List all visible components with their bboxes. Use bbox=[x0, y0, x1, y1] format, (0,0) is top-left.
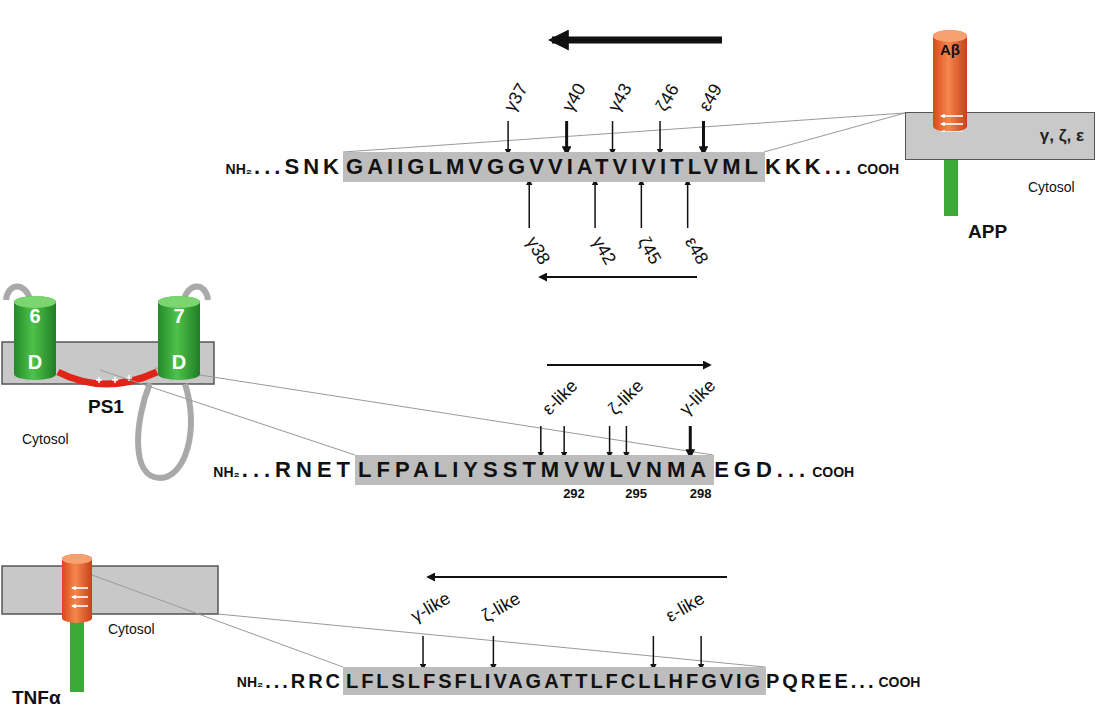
part-name: Cytosol bbox=[108, 622, 155, 637]
residue-number: 295 bbox=[625, 487, 647, 501]
cleavage-arrow bbox=[528, 180, 530, 228]
direction-arrow bbox=[547, 364, 710, 366]
cleavage-arrow bbox=[702, 121, 705, 154]
part-name: Cytosol bbox=[22, 432, 69, 447]
transmembrane-helix: 7D bbox=[158, 296, 200, 380]
sequence-end: COOH bbox=[812, 465, 854, 479]
direction-arrow bbox=[540, 276, 697, 278]
cleavage-site: ζ45 bbox=[634, 234, 665, 268]
zoom-line bbox=[100, 370, 355, 455]
sequence-text: LFPALIYSSTMVWLVNMA bbox=[358, 459, 711, 481]
residue-number: 292 bbox=[563, 487, 585, 501]
cytosolic-domain bbox=[70, 620, 84, 692]
transmembrane-helix: 6D bbox=[14, 296, 56, 380]
part-name: APP bbox=[968, 222, 1007, 243]
sequence-text: LFLSLFSFLIVAGATTLFCLLHFGVIG bbox=[346, 671, 763, 691]
cleavage-site: γ38 bbox=[521, 233, 553, 268]
cleavage-arrow bbox=[659, 121, 661, 154]
helix-label: 7 bbox=[173, 306, 184, 326]
zoom-line bbox=[92, 575, 343, 667]
sequence-end: ...RNET bbox=[242, 459, 355, 481]
sequence-band: LFPALIYSSTMVWLVNMA bbox=[355, 455, 714, 485]
part-name: PS1 bbox=[88, 397, 124, 418]
cleavage-site: γ43 bbox=[605, 80, 637, 115]
cleavage-arrow bbox=[422, 636, 424, 669]
sequence-end: EGD... bbox=[714, 459, 810, 481]
cytosolic-domain bbox=[944, 158, 958, 216]
part-name: Cytosol bbox=[1028, 180, 1075, 195]
loop-region bbox=[58, 372, 157, 384]
sequence-end: ...SNK bbox=[254, 156, 343, 178]
cleavage-arrow bbox=[641, 180, 643, 228]
cleavage-arrow bbox=[493, 636, 495, 669]
sequence-text: GAIIGLMVGGVVIATVIVITLVML bbox=[346, 156, 762, 178]
cleavage-arrow bbox=[687, 180, 689, 228]
white-arrows bbox=[72, 588, 88, 606]
cleavage-site: γ37 bbox=[500, 80, 532, 115]
sequence-end: COOH bbox=[878, 675, 920, 689]
cleavage-arrow bbox=[507, 121, 509, 154]
cleavage-site: ε-like bbox=[663, 589, 708, 627]
cleavage-arrow bbox=[565, 121, 568, 154]
cleavage-arrow bbox=[594, 180, 596, 228]
enzyme-label: γ, ζ, ε bbox=[1040, 126, 1084, 146]
cleavage-arrow bbox=[700, 636, 702, 669]
part-name: TNFα bbox=[12, 688, 61, 709]
direction-arrow bbox=[428, 576, 727, 578]
cleavage-site: γ40 bbox=[559, 80, 591, 115]
cleavage-arrow bbox=[563, 426, 565, 457]
sequence-end: NH₂ bbox=[226, 162, 252, 176]
cleavage-site: γ42 bbox=[587, 233, 619, 268]
zoom-line bbox=[343, 113, 905, 152]
cleavage-site: ζ46 bbox=[652, 81, 683, 115]
cleavage-arrow bbox=[626, 426, 628, 457]
transmembrane-helix bbox=[62, 554, 92, 623]
zoom-line bbox=[764, 113, 905, 152]
cleavage-site: ε-like bbox=[539, 376, 582, 419]
zoom-line bbox=[155, 368, 713, 455]
sequence-end: ...RRC bbox=[265, 671, 343, 691]
residue-number: 298 bbox=[690, 487, 712, 501]
helix-label: Aβ bbox=[940, 42, 960, 57]
cleavage-site: ζ-like bbox=[479, 589, 524, 627]
sequence-end: NH₂ bbox=[237, 675, 263, 689]
cleavage-arrow bbox=[653, 636, 655, 669]
helix-label: D bbox=[28, 352, 42, 372]
sequence-end: NH₂ bbox=[213, 465, 239, 479]
sequence-end: PQREE... bbox=[766, 671, 876, 691]
helix-label: 6 bbox=[29, 306, 40, 326]
sequence-band: LFLSLFSFLIVAGATTLFCLLHFGVIG bbox=[343, 667, 766, 695]
sequence-end: KKK... bbox=[765, 156, 855, 178]
cleavage-site: γ-like bbox=[676, 376, 720, 420]
cleavage-site: ε48 bbox=[680, 234, 711, 268]
transmembrane-helix: Aβ bbox=[933, 30, 967, 132]
helix-label: D bbox=[172, 352, 186, 372]
cleavage-arrow bbox=[689, 426, 692, 457]
sequence-end: COOH bbox=[857, 162, 899, 176]
sequence-band: GAIIGLMVGGVVIATVIVITLVML bbox=[343, 152, 765, 182]
cleavage-arrow bbox=[609, 426, 611, 457]
cleavage-arrow bbox=[540, 426, 542, 457]
direction-arrow bbox=[552, 37, 722, 44]
membrane bbox=[2, 566, 218, 614]
cleavage-site: ε49 bbox=[696, 81, 727, 115]
cleavage-site: ζ-like bbox=[604, 377, 647, 420]
cleavage-arrow bbox=[612, 121, 614, 154]
cleavage-site: γ-like bbox=[408, 589, 454, 627]
helix-top bbox=[62, 554, 92, 564]
